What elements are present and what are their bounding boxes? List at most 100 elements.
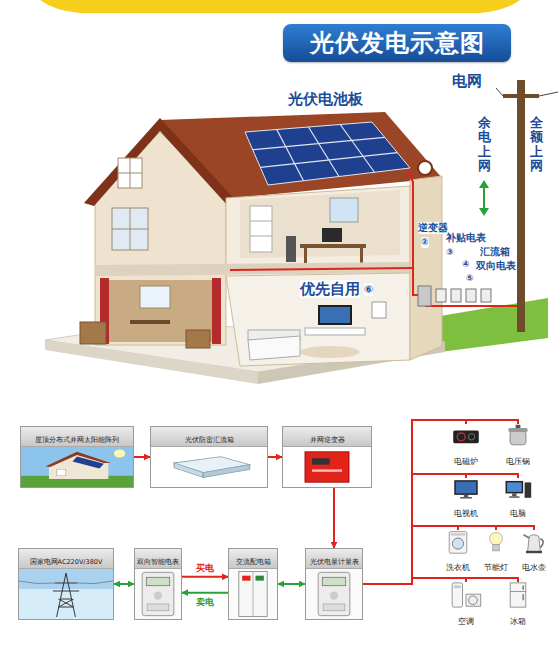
appliance: 电磁炉 <box>445 424 487 468</box>
image-part <box>468 434 474 440</box>
image-part <box>493 544 499 550</box>
image-part <box>525 482 532 497</box>
image-part <box>469 596 478 605</box>
gable-roof <box>84 118 238 206</box>
desk <box>300 244 366 248</box>
image-part <box>322 577 345 585</box>
wall-picture <box>372 302 386 318</box>
study-room <box>226 186 410 268</box>
device-image <box>479 530 513 554</box>
appliance-label-row: 电脑 <box>497 501 539 520</box>
callout-number: ③ <box>446 247 454 258</box>
image-part <box>512 493 516 496</box>
image-part <box>147 604 169 611</box>
connector-arrow <box>363 420 518 584</box>
image-part <box>57 469 66 475</box>
image-part <box>464 495 468 497</box>
appliance-label-row: 洗衣机 <box>440 555 476 574</box>
appliance-label: 电磁炉 <box>454 457 478 467</box>
green-arrow <box>483 186 485 210</box>
connector-arrow <box>268 456 282 458</box>
panel-header: 屋顶分布式并网太阳能阵列 <box>21 427 133 447</box>
appliance-label: 电水壶 <box>522 563 546 573</box>
chair <box>286 236 296 262</box>
panel-header: 光伏防雷汇流箱 <box>151 427 267 447</box>
image-part <box>540 539 543 548</box>
title-banner: 光伏发电示意图 <box>283 24 511 62</box>
connector-arrow <box>182 576 228 578</box>
device-image <box>283 447 371 487</box>
image-part <box>466 594 481 606</box>
image-part <box>454 480 477 495</box>
appliance-label: 空调 <box>458 617 474 627</box>
image-part <box>457 433 465 441</box>
inverter-box <box>418 286 431 306</box>
image-part <box>146 577 169 585</box>
panel-header: 交流配电箱 <box>229 549 277 569</box>
green-arrowhead <box>479 180 489 188</box>
image-part <box>256 576 264 581</box>
dc-wire <box>408 170 418 295</box>
image-part <box>53 573 79 617</box>
appliance-label-row: 电压锅 <box>497 449 539 468</box>
image-part <box>305 452 349 482</box>
connector-arrow <box>182 592 228 594</box>
part-label: 光伏电池板 <box>288 90 363 108</box>
panel-header: 并网逆变器 <box>283 427 371 447</box>
device-image <box>516 530 552 554</box>
bookshelf <box>250 206 272 252</box>
panel-title: 并网逆变器 <box>310 435 345 446</box>
appliance-label: 节能灯 <box>484 563 508 573</box>
panel-grid <box>253 125 398 181</box>
image-part <box>19 569 113 619</box>
device-image <box>21 447 133 487</box>
device-image <box>497 478 539 500</box>
part-label: 双向电表 <box>476 260 516 272</box>
image-part <box>253 572 254 617</box>
appliance-label-row: 冰箱 <box>497 609 539 628</box>
connector-arrow <box>134 456 150 458</box>
image-part <box>19 569 113 589</box>
part-label: 余电上网 <box>478 116 491 173</box>
part-label: 全额上网 <box>530 116 543 173</box>
panel-header: 国家电网AC220V/380V <box>19 549 113 569</box>
image-part <box>510 583 526 607</box>
equipment-panel: 屋顶分布式并网太阳能阵列 <box>20 426 134 488</box>
green-arrowhead <box>479 208 489 216</box>
panel-header: 双向智能电表 <box>135 549 181 569</box>
appliance: 洗衣机 <box>440 530 476 574</box>
image-part <box>330 592 338 600</box>
appliance-label-row: 节能灯 <box>479 555 513 574</box>
equipment-panel: 并网逆变器 <box>282 426 372 488</box>
image-part <box>507 482 522 492</box>
appliance-label: 电视机 <box>454 509 478 519</box>
appliance-label-row: 电水壶 <box>516 555 552 574</box>
image-part <box>312 469 342 471</box>
connector-arrow <box>363 420 466 584</box>
panel-title: 双向智能电表 <box>137 557 179 568</box>
image-part <box>312 458 330 464</box>
power-line <box>496 88 558 96</box>
meter-box <box>481 289 491 302</box>
equipment-panel: 交流配电箱 <box>228 548 278 620</box>
round-window <box>418 161 432 175</box>
image-part <box>506 481 524 493</box>
panel-title: 国家电网AC220V/380V <box>30 557 103 568</box>
appliance-label-row: 空调 <box>445 609 487 628</box>
callout-number: ④ <box>462 259 470 270</box>
device-image <box>497 424 539 448</box>
image-part <box>452 538 463 549</box>
equipment-panel: 双向智能电表 <box>134 548 182 620</box>
device-image <box>497 582 539 608</box>
connector-arrow <box>333 488 335 548</box>
device-image <box>135 569 181 619</box>
appliance: 冰箱 <box>497 582 539 628</box>
connector-arrow <box>114 583 134 585</box>
image-part <box>490 532 503 545</box>
window-bars <box>112 208 148 250</box>
gable-wall <box>95 132 226 345</box>
appliance: 电脑 <box>497 478 539 520</box>
monitor <box>322 228 342 242</box>
image-part <box>454 585 461 588</box>
